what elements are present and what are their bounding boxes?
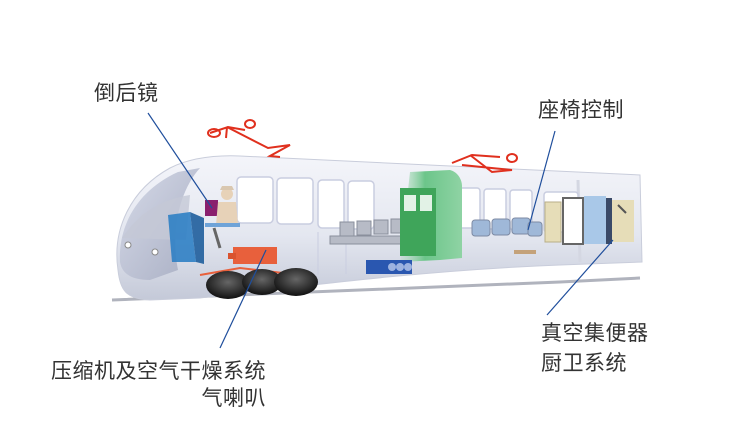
driver-figure [205, 186, 240, 249]
bogie-wheels [206, 268, 318, 299]
pantograph-front [207, 119, 291, 158]
vacuum-toilet-module [584, 196, 634, 244]
driver-console [168, 212, 204, 264]
label-galley-system: 厨卫系统 [541, 351, 627, 375]
label-air-horn: 气喇叭 [201, 386, 266, 410]
pantograph-rear [451, 153, 518, 174]
callout-compressor [219, 249, 267, 349]
callout-seat-control [527, 130, 556, 231]
label-seat-control: 座椅控制 [538, 98, 624, 122]
callout-mirror [147, 112, 213, 209]
callout-toilet [546, 239, 614, 316]
blower-unit [366, 260, 412, 274]
label-rearview-mirror: 倒后镜 [94, 81, 159, 105]
label-vacuum-toilet: 真空集便器 [541, 321, 649, 345]
green-door-section [400, 170, 462, 262]
callout-lines [147, 112, 614, 349]
control-seats [471, 217, 543, 254]
label-compressor: 压缩机及空气干燥系统 [51, 359, 266, 383]
passenger-seats [329, 218, 411, 245]
galley-cabinets [544, 197, 584, 245]
